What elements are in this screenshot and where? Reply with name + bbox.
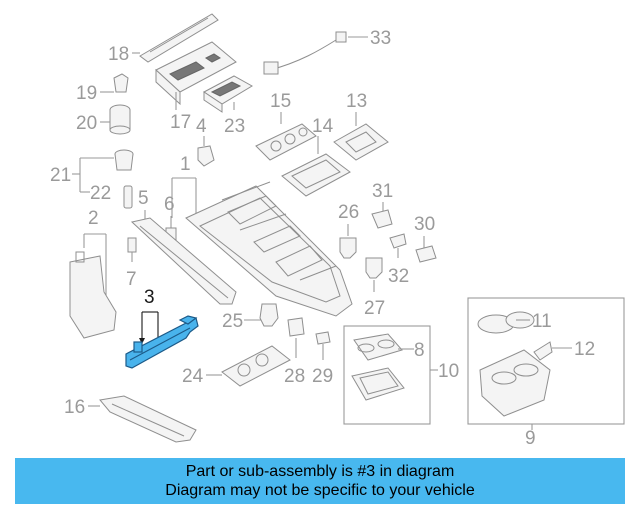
part-8-drawing (351, 333, 405, 401)
callout-23: 23 (224, 116, 245, 137)
part-5-drawing (130, 217, 237, 305)
callout-12: 12 (574, 339, 595, 360)
callout-16: 16 (64, 397, 85, 418)
callout-2: 2 (88, 208, 99, 229)
callout-18: 18 (108, 44, 129, 65)
part-28-drawing (287, 317, 305, 337)
part-7-drawing (127, 237, 137, 253)
part-24-drawing (221, 345, 291, 387)
part-19-drawing (113, 73, 129, 93)
callout-14: 14 (312, 116, 334, 137)
callout-25: 25 (222, 311, 243, 332)
banner-line-part: Part or sub-assembly is #3 in diagram (185, 463, 455, 480)
part-14-drawing (281, 153, 351, 197)
callout-7: 7 (126, 269, 137, 290)
part-27-drawing (365, 257, 383, 279)
callout-box-9 (467, 297, 625, 425)
part-31-drawing (371, 209, 393, 229)
part-22-drawing (123, 185, 133, 209)
callout-28: 28 (284, 366, 305, 387)
callout-9: 9 (525, 428, 536, 449)
callout-20: 20 (76, 113, 97, 134)
part-16-drawing (99, 395, 197, 443)
callout-4: 4 (196, 116, 207, 137)
part-11-drawing (477, 311, 535, 334)
callout-32: 32 (388, 266, 409, 287)
part-33-drawing (263, 31, 347, 75)
callout-1: 1 (180, 154, 191, 175)
callout-31: 31 (372, 181, 393, 202)
callout-19: 19 (76, 83, 97, 104)
callout-29: 29 (312, 366, 333, 387)
callout-33: 33 (370, 28, 391, 49)
part-29-drawing (315, 331, 331, 345)
callout-3: 3 (144, 287, 155, 308)
part-15-drawing (255, 123, 317, 161)
part-4-drawing (197, 145, 215, 167)
callout-15: 15 (270, 91, 291, 112)
part-9-drawing (479, 349, 551, 417)
callout-17: 17 (170, 112, 191, 133)
callout-30: 30 (414, 214, 435, 235)
part-17-drawing (155, 41, 237, 106)
part-32-drawing (389, 233, 407, 249)
parts-diagram: 18 17 33 19 20 23 4 15 (50, 13, 625, 449)
callout-21: 21 (50, 165, 71, 186)
part-13-drawing (333, 123, 389, 161)
part-12-drawing (533, 341, 553, 361)
part-3-drawing[interactable] (125, 315, 199, 369)
part-18-drawing (139, 13, 219, 63)
callout-box-10 (343, 325, 431, 425)
part-26-drawing (339, 237, 357, 259)
part-30-drawing (415, 245, 437, 263)
part-25-drawing (259, 303, 279, 327)
callout-6: 6 (164, 194, 175, 215)
callout-13: 13 (346, 91, 367, 112)
callout-27: 27 (364, 298, 385, 319)
callout-24: 24 (182, 366, 204, 387)
part-2-drawing (69, 251, 117, 339)
callout-8: 8 (414, 340, 425, 361)
part-1-drawing (185, 181, 353, 317)
part-21-drawing (114, 149, 134, 171)
part-20-drawing (109, 104, 131, 135)
callout-22: 22 (90, 183, 111, 204)
banner-line-disclaimer: Diagram may not be specific to your vehi… (165, 482, 475, 499)
callout-26: 26 (338, 202, 359, 223)
callout-5: 5 (138, 188, 149, 209)
part-23-drawing (203, 75, 253, 113)
callout-10: 10 (438, 361, 459, 382)
callout-11: 11 (532, 311, 552, 332)
info-banner: Part or sub-assembly is #3 in diagram Di… (15, 458, 625, 504)
